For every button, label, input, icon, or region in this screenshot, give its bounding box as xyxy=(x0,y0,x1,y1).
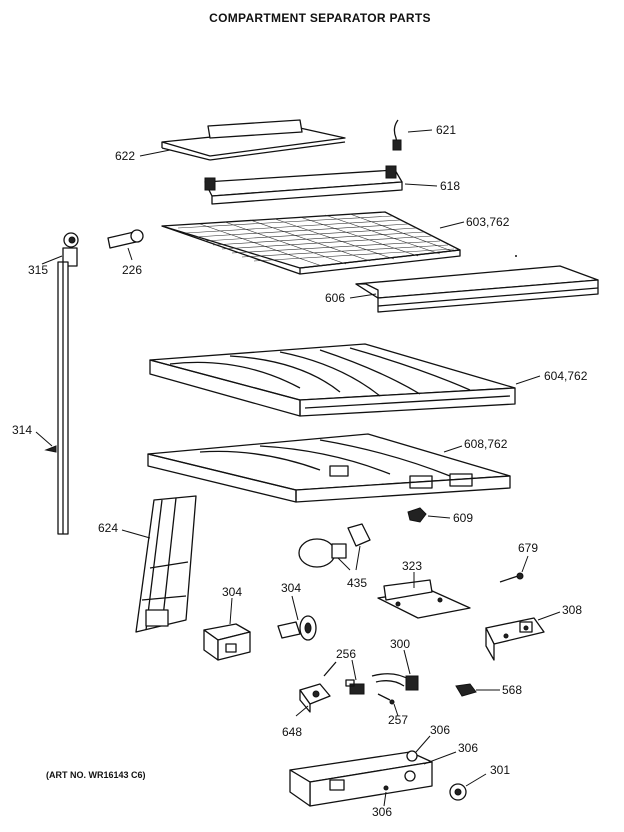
diagram-title: COMPARTMENT SEPARATOR PARTS xyxy=(209,11,431,25)
label-226: 226 xyxy=(122,263,142,277)
label-315: 315 xyxy=(28,263,48,277)
part-256-terminal[interactable] xyxy=(345,679,365,695)
label-300: 300 xyxy=(390,637,410,651)
label-679: 679 xyxy=(518,541,538,555)
part-308-mounting-plate[interactable] xyxy=(485,617,545,661)
part-568-fastener[interactable] xyxy=(455,683,477,697)
part-624-duct[interactable] xyxy=(135,495,197,633)
part-679-screw[interactable] xyxy=(499,572,524,583)
part-608-separator-bottom[interactable] xyxy=(147,433,511,503)
label-314: 314 xyxy=(12,423,32,437)
label-608: 608,762 xyxy=(464,437,508,451)
part-300-switch[interactable] xyxy=(371,673,419,691)
part-603-grid-shelf[interactable] xyxy=(161,211,461,275)
label-257: 257 xyxy=(388,713,408,727)
part-226-pin[interactable] xyxy=(107,229,144,249)
label-323: 323 xyxy=(402,559,422,573)
label-568: 568 xyxy=(502,683,522,697)
part-604-separator-top[interactable] xyxy=(149,343,516,417)
label-306c: 306 xyxy=(372,805,392,819)
label-306a: 306 xyxy=(430,723,450,737)
part-257-screw[interactable] xyxy=(377,693,395,705)
part-301-knob[interactable] xyxy=(449,783,467,801)
part-606-rail[interactable] xyxy=(355,265,599,313)
part-314-rod[interactable] xyxy=(44,261,69,535)
label-306b: 306 xyxy=(458,741,478,755)
label-606: 606 xyxy=(325,291,345,305)
part-306-control-housing[interactable] xyxy=(289,750,433,807)
label-622: 622 xyxy=(115,149,135,163)
label-609: 609 xyxy=(453,511,473,525)
label-435: 435 xyxy=(347,576,367,590)
label-603: 603,762 xyxy=(466,215,510,229)
label-304b: 304 xyxy=(281,581,301,595)
part-304-switch-box[interactable] xyxy=(203,623,251,661)
art-number: (ART NO. WR16143 C6) xyxy=(46,770,146,780)
part-622-cover[interactable] xyxy=(161,119,346,161)
part-609-clip[interactable] xyxy=(407,507,427,523)
label-604: 604,762 xyxy=(544,369,588,383)
part-315-hinge[interactable] xyxy=(62,232,79,267)
label-308: 308 xyxy=(562,603,582,617)
part-435-light-bulb[interactable] xyxy=(298,523,371,568)
part-621-probe[interactable] xyxy=(392,119,402,151)
label-256: 256 xyxy=(336,647,356,661)
label-621: 621 xyxy=(436,123,456,137)
label-618: 618 xyxy=(440,179,460,193)
part-648-fan-bracket[interactable] xyxy=(299,661,337,713)
label-301: 301 xyxy=(490,763,510,777)
part-618-bar[interactable] xyxy=(204,165,403,205)
label-304a: 304 xyxy=(222,585,242,599)
label-624: 624 xyxy=(98,521,118,535)
label-648: 648 xyxy=(282,725,302,739)
part-304-thermostat-knob[interactable] xyxy=(277,615,317,641)
part-323-bracket[interactable] xyxy=(377,579,471,619)
